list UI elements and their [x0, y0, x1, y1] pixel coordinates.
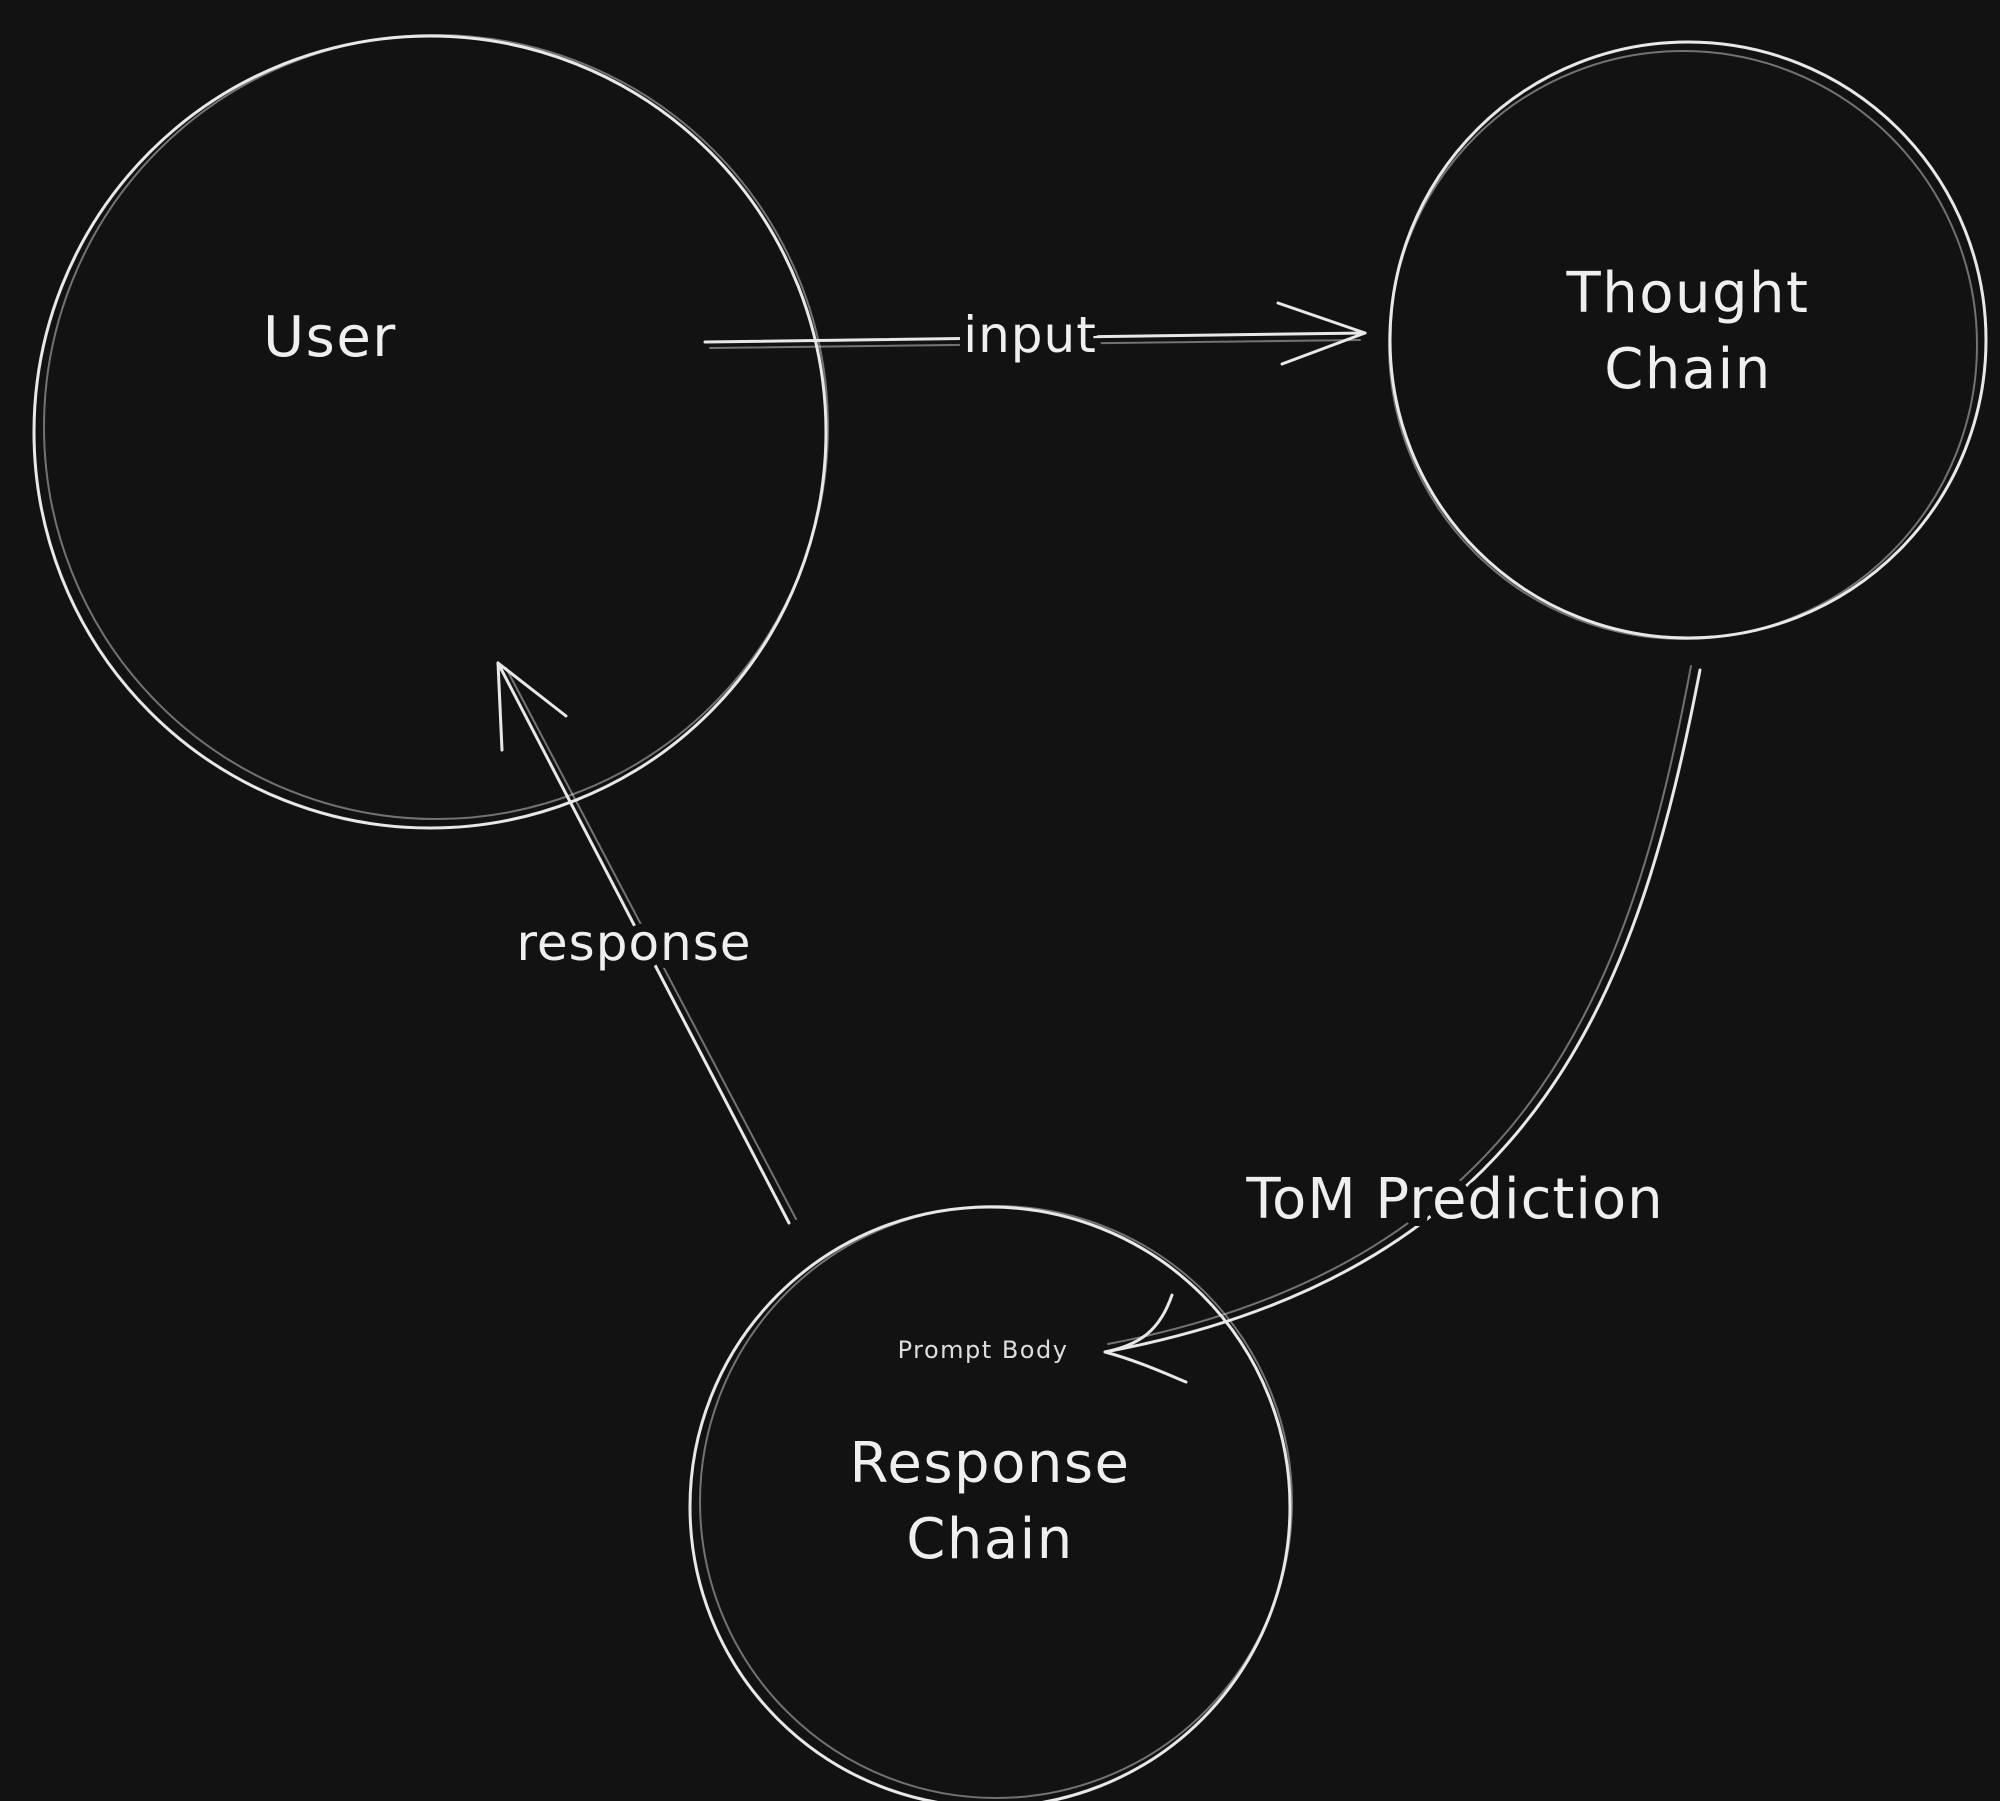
- response-chain-node-circle: [688, 1205, 1292, 1801]
- response-chain-node: Prompt Body Response Chain: [688, 1205, 1293, 1801]
- response-edge-label: response: [516, 914, 751, 972]
- response-chain-label-line2: Chain: [906, 1507, 1073, 1572]
- input-arrow-line-sketch: [709, 339, 1361, 349]
- response-arrow: response: [496, 661, 797, 1225]
- user-node-circle: [32, 34, 828, 830]
- response-arrow-line-sketch: [505, 667, 797, 1220]
- tom-prediction-arrow: ToM Prediction: [1103, 665, 1702, 1384]
- input-arrowhead-icon: [1276, 301, 1367, 366]
- thought-chain-node: Thought Chain: [1388, 40, 1988, 640]
- tom-prediction-arrowhead-icon: [1103, 1293, 1188, 1384]
- user-node-label: User: [263, 305, 397, 370]
- input-arrow-line: [703, 331, 1367, 344]
- thought-chain-node-circle: [1388, 40, 1988, 640]
- response-arrowhead-icon: [496, 661, 568, 752]
- user-node: User: [32, 34, 829, 830]
- tom-prediction-arrow-curve: [1103, 668, 1702, 1354]
- input-arrow: input: [703, 298, 1367, 372]
- response-arrow-line: [496, 661, 791, 1225]
- thought-chain-label-line1: Thought: [1566, 261, 1810, 326]
- user-node-circle-sketch: [43, 34, 829, 820]
- response-chain-label-line1: Response: [850, 1431, 1131, 1496]
- tom-prediction-edge-label: ToM Prediction: [1245, 1167, 1663, 1232]
- thought-chain-node-circle-sketch: [1388, 50, 1978, 640]
- tom-prediction-arrow-curve-sketch: [1107, 665, 1692, 1345]
- input-edge-label: input: [963, 306, 1097, 364]
- prompt-body-annotation: Prompt Body: [898, 1336, 1069, 1364]
- thought-chain-label-line2: Chain: [1604, 337, 1771, 402]
- response-chain-node-circle-sketch: [699, 1205, 1293, 1799]
